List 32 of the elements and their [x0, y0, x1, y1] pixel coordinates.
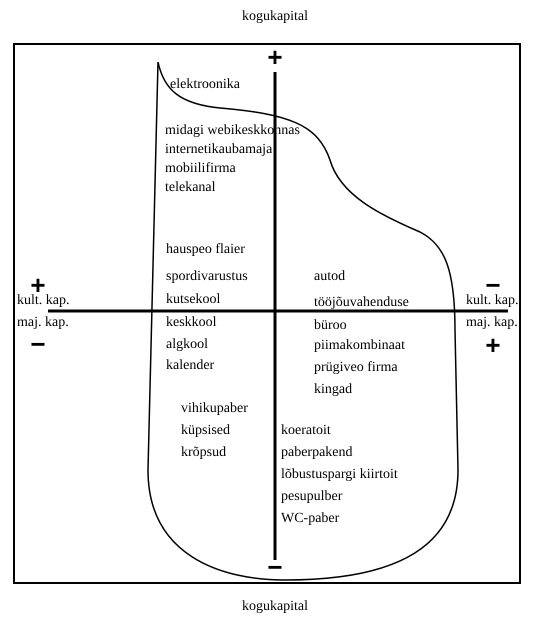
plus-sign: +	[484, 334, 502, 356]
item-label: kalender	[166, 357, 214, 375]
item-label: krõpsud	[181, 444, 226, 462]
axis-label: maj. kap.	[17, 314, 69, 332]
item-label: WC-paber	[281, 510, 340, 528]
item-label: hauspeo flaier	[166, 241, 245, 259]
item-label: spordivarustus	[166, 268, 248, 286]
item-label: lõbustuspargi kiirtoit	[281, 466, 398, 484]
item-label: kingad	[314, 381, 352, 399]
item-label: autod	[314, 268, 346, 286]
axis-label: maj. kap.	[466, 314, 518, 332]
item-label: internetikaubamaja	[165, 141, 272, 159]
item-label: pesupulber	[281, 488, 342, 506]
item-label: küpsised	[181, 422, 230, 440]
minus-sign: −	[266, 556, 284, 578]
item-label: keskkool	[166, 314, 217, 332]
item-label: mobiilifirma	[165, 160, 236, 178]
minus-sign: −	[29, 333, 47, 355]
item-label: paberpakend	[281, 444, 353, 462]
axis-label: kogukapital	[240, 598, 310, 616]
plus-sign: +	[266, 46, 284, 68]
item-label: piimakombinaat	[314, 337, 405, 355]
axis-label: kult. kap.	[466, 292, 518, 310]
axis-label: kult. kap.	[17, 292, 70, 310]
item-label: prügiveo firma	[314, 359, 398, 377]
axis-label: kogukapital	[240, 8, 310, 26]
item-label: koeratoit	[281, 422, 331, 440]
item-label: vihikupaber	[181, 400, 248, 418]
item-label: elektroonika	[170, 76, 240, 94]
item-label: kutsekool	[166, 291, 220, 309]
item-label: telekanal	[165, 179, 216, 197]
item-label: algkool	[166, 336, 208, 354]
